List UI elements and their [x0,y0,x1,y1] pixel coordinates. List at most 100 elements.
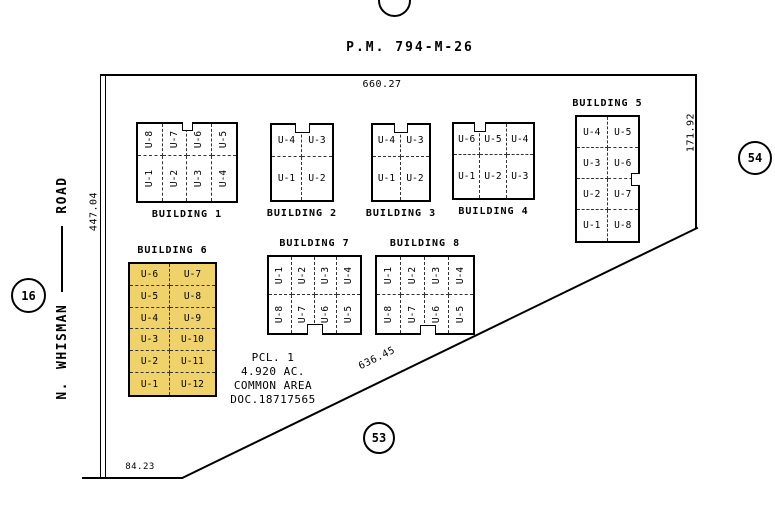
unit-cell-building-1-u-3[interactable]: U-3 [187,156,212,201]
building-notch [631,172,640,186]
unit-label: U-2 [484,171,502,183]
unit-cell-building-6-u-2[interactable]: U-2 [130,351,170,374]
dimension-top: 660.27 [362,79,402,90]
unit-cell-building-3-u-3[interactable]: U-3 [401,125,429,157]
building-notch [181,122,193,131]
unit-cell-building-5-u-5[interactable]: U-5 [607,117,638,148]
unit-cell-building-7-u-2[interactable]: U-2 [291,257,315,295]
unit-cell-building-7-u-1[interactable]: U-1 [269,257,292,295]
building-6-label: BUILDING 6 [137,245,208,256]
unit-label: U-2 [297,266,309,285]
building-notch [294,123,310,133]
unit-label: U-4 [377,134,396,146]
parcel-common-area-label: COMMON AREA [233,379,313,392]
unit-cell-building-4-u-5[interactable]: U-5 [480,124,507,156]
unit-cell-building-2-u-2[interactable]: U-2 [302,157,332,201]
unit-cell-building-4-u-2[interactable]: U-2 [480,155,507,198]
unit-label: U-1 [144,170,156,188]
unit-cell-building-6-u-1[interactable]: U-1 [130,373,170,395]
unit-cell-building-2-u-1[interactable]: U-1 [272,156,302,200]
unit-cell-building-1-u-2[interactable]: U-2 [163,156,187,201]
unit-cell-building-6-u-10[interactable]: U-10 [169,330,215,352]
unit-cell-building-5-u-3[interactable]: U-3 [577,148,608,179]
unit-cell-building-1-u-6[interactable]: U-6 [187,124,212,157]
unit-label: U-6 [319,305,331,323]
unit-cell-building-7-u-4[interactable]: U-4 [337,257,360,295]
unit-cell-building-7-u-8[interactable]: U-8 [269,295,292,333]
marker-54-label: 54 [747,151,763,165]
building-7-label: BUILDING 7 [279,238,350,249]
building-notch [394,123,408,133]
building-2-label: BUILDING 2 [266,208,338,219]
unit-cell-building-7-u-5[interactable]: U-5 [337,295,360,333]
unit-cell-building-5-u-2[interactable]: U-2 [577,179,608,210]
unit-label: U-4 [455,266,467,285]
unit-cell-building-1-u-4[interactable]: U-4 [212,156,237,201]
unit-label: U-1 [583,220,601,231]
marker-53-circle[interactable]: 53 [363,422,395,454]
unit-cell-building-8-u-3[interactable]: U-3 [425,257,449,295]
unit-cell-building-3-u-4[interactable]: U-4 [373,125,401,157]
unit-cell-building-8-u-6[interactable]: U-6 [425,295,449,333]
unit-cell-building-5-u-8[interactable]: U-8 [608,210,639,241]
unit-cell-building-6-u-11[interactable]: U-11 [169,351,215,374]
unit-label: U-7 [406,305,418,323]
unit-cell-building-6-u-4[interactable]: U-4 [130,307,170,330]
unit-cell-building-1-u-5[interactable]: U-5 [211,124,236,157]
unit-cell-building-8-u-1[interactable]: U-1 [377,257,401,295]
unit-label: U-6 [430,305,442,323]
marker-16-circle[interactable]: 16 [11,278,46,313]
unit-label: U-3 [511,171,529,183]
unit-cell-building-8-u-4[interactable]: U-4 [449,257,473,295]
unit-label: U-3 [193,170,205,188]
marker-16-label: 16 [21,288,36,303]
unit-cell-building-5-u-4[interactable]: U-4 [577,117,608,148]
unit-label: U-8 [144,131,156,149]
unit-label: U-1 [382,266,394,285]
building-3-label: BUILDING 3 [365,208,437,219]
unit-cell-building-1-u-7[interactable]: U-7 [162,124,187,157]
unit-cell-building-6-u-12[interactable]: U-12 [170,373,215,395]
unit-cell-building-6-u-7[interactable]: U-7 [169,264,215,286]
unit-label: U-6 [614,157,632,169]
unit-cell-building-8-u-2[interactable]: U-2 [401,257,425,295]
unit-cell-building-4-u-4[interactable]: U-4 [506,124,533,156]
unit-cell-building-3-u-2[interactable]: U-2 [401,157,429,201]
building-1-label: BUILDING 1 [151,209,223,220]
unit-label: U-7 [183,268,202,280]
marker-54-circle[interactable]: 54 [738,141,772,175]
building-5-label: BUILDING 5 [572,98,643,109]
boundary-line-bottom [82,477,183,479]
unit-cell-building-2-u-3[interactable]: U-3 [302,125,332,157]
unit-cell-building-8-u-7[interactable]: U-7 [401,295,425,333]
unit-label: U-2 [308,172,326,184]
unit-cell-building-2-u-4[interactable]: U-4 [272,125,302,157]
unit-label: U-10 [181,334,204,346]
unit-cell-building-7-u-3[interactable]: U-3 [314,257,338,295]
unit-cell-building-8-u-8[interactable]: U-8 [377,295,401,333]
unit-cell-building-5-u-7[interactable]: U-7 [607,179,638,210]
unit-cell-building-6-u-6[interactable]: U-6 [130,264,170,286]
unit-cell-building-4-u-1[interactable]: U-1 [454,155,481,198]
unit-label: U-3 [406,134,424,146]
unit-label: U-1 [274,266,286,285]
unit-cell-building-7-u-6[interactable]: U-6 [315,295,338,333]
unit-cell-building-6-u-3[interactable]: U-3 [130,329,170,352]
unit-cell-building-6-u-5[interactable]: U-5 [130,285,170,308]
unit-label: U-1 [277,172,296,184]
unit-cell-building-3-u-1[interactable]: U-1 [373,156,401,200]
unit-cell-building-8-u-5[interactable]: U-5 [449,295,473,333]
unit-cell-building-4-u-3[interactable]: U-3 [507,155,533,198]
unit-cell-building-6-u-8[interactable]: U-8 [169,286,215,308]
unit-cell-building-5-u-6[interactable]: U-6 [607,148,638,179]
unit-cell-building-7-u-7[interactable]: U-7 [292,295,315,333]
unit-cell-building-1-u-8[interactable]: U-8 [138,124,163,157]
unit-label: U-8 [614,220,632,231]
unit-cell-building-5-u-1[interactable]: U-1 [577,210,608,241]
unit-cell-building-6-u-9[interactable]: U-9 [169,308,215,330]
unit-cell-building-1-u-1[interactable]: U-1 [138,156,163,201]
unit-label: U-3 [430,266,442,285]
unit-cell-building-4-u-6[interactable]: U-6 [454,124,481,156]
